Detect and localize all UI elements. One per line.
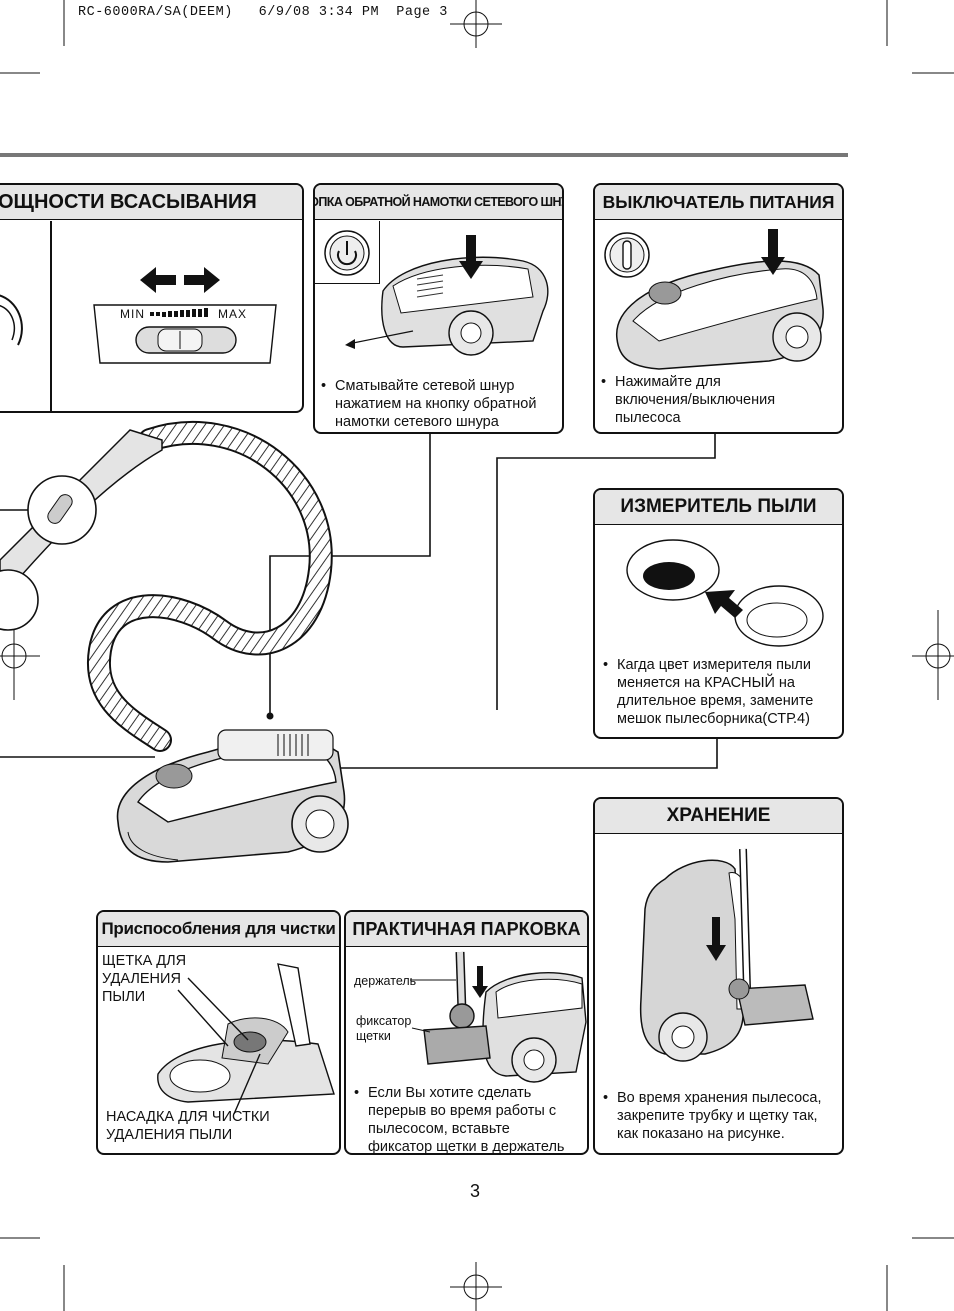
dust-indicator-note: • Кагда цвет измерителя пыли меняется на… (603, 656, 839, 728)
top-rule (0, 153, 848, 157)
panel-title: ХРАНЕНИЕ (595, 799, 842, 834)
note-line: включения/выключения (615, 392, 776, 408)
panel-title: ПРАКТИЧНАЯ ПАРКОВКА (346, 912, 587, 947)
suction-slider-control (93, 304, 277, 364)
note-line: как показано на рисунке. (617, 1126, 785, 1142)
storage-note: • Во время хранения пылесоса, закрепите … (603, 1089, 842, 1143)
note-line: пылесоса (615, 410, 681, 426)
vacuum-body-illustration (116, 729, 349, 863)
vacuum-power-illustration (616, 229, 824, 370)
panel-title: ВЫКЛЮЧАТЕЛЬ ПИТАНИЯ (595, 185, 842, 220)
bullet-dot: • (354, 1085, 360, 1101)
note-line: закрепите трубку и щетку так, (617, 1108, 818, 1124)
max-label: MAX (218, 307, 248, 321)
print-header: RC-6000RA/SA(DEEM) 6/9/08 3:34 PM Page 3 (78, 5, 448, 20)
label-line: УДАЛЕНИЯ ПЫЛИ (106, 1127, 233, 1143)
dust-indicator-illustration (626, 539, 824, 647)
note-line: Во время хранения пылесоса, (617, 1090, 822, 1106)
power-switch-panel: ВЫКЛЮЧАТЕЛЬ ПИТАНИЯ • Нажимайте для вклю… (593, 183, 844, 434)
nozzle-label: НАСАДКА ДЛЯ ЧИСТКИ УДАЛЕНИЯ ПЫЛИ (106, 1108, 270, 1144)
note-line: Сматывайте сетевой шнур (335, 378, 515, 394)
parking-illustration (410, 951, 587, 1083)
cleaning-tools-illustration (157, 963, 335, 1115)
note-line: меняется на КРАСНЫЙ на (617, 675, 795, 691)
panel-divider (50, 221, 52, 411)
suction-power-panel: ОЩНОСТИ ВСАСЫВАНИЯ MIN MAX (0, 183, 304, 413)
note-line: перерыв во время работы с (368, 1103, 557, 1119)
panel-title: ИЗМЕРИТЕЛЬ ПЫЛИ (595, 490, 842, 525)
dust-brush-label: ЩЕТКА ДЛЯ УДАЛЕНИЯ ПЫЛИ (102, 952, 186, 1006)
vacuum-cord-illustration (345, 235, 549, 356)
hose-illustration (0, 420, 333, 752)
hose-end-icon (0, 294, 23, 346)
label-line: ЩЕТКА ДЛЯ (102, 953, 187, 969)
cord-rewind-panel: КНОПКА ОБРАТНОЙ НАМОТКИ СЕТЕВОГО ШНУРА •… (313, 183, 564, 434)
label-line: УДАЛЕНИЯ (102, 971, 181, 987)
panel-title: ОЩНОСТИ ВСАСЫВАНИЯ (0, 185, 302, 220)
panel-title: КНОПКА ОБРАТНОЙ НАМОТКИ СЕТЕВОГО ШНУРА (315, 185, 562, 220)
note-line: намотки сетевого шнура (335, 414, 499, 430)
cord-rewind-note: • Сматывайте сетевой шнур нажатием на кн… (321, 377, 557, 431)
brush-lock-label: фиксатор щетки (356, 1014, 411, 1044)
power-switch-note: • Нажимайте для включения/выключения пыл… (601, 373, 837, 427)
cord-rewind-icon (324, 230, 370, 276)
parking-note: • Если Вы хотите сделать перерыв во врем… (354, 1084, 586, 1155)
panel-title: Приспособления для чистки (98, 912, 339, 947)
note-line: фиксатор щетки в держатель (368, 1139, 565, 1155)
label-line: ПЫЛИ (102, 989, 146, 1005)
note-line: пылесосом, вставьте (368, 1121, 510, 1137)
bullet-dot: • (603, 657, 609, 673)
note-line: длительное время, замените (617, 693, 814, 709)
note-line: мешок пылесборника(СТР.4) (617, 711, 810, 727)
note-line: Кагда цвет измерителя пыли (617, 657, 811, 673)
note-line: Нажимайте для (615, 374, 721, 390)
label-line: фиксатор (356, 1014, 412, 1028)
note-line: нажатием на кнопку обратной (335, 396, 537, 412)
label-line: щетки (356, 1029, 391, 1043)
storage-illustration (639, 848, 814, 1062)
power-icon (604, 232, 650, 278)
storage-panel: ХРАНЕНИЕ • Во время хранения пылесоса, з… (593, 797, 844, 1155)
parking-panel: ПРАКТИЧНАЯ ПАРКОВКА держатель фиксатор щ… (344, 910, 589, 1155)
dust-indicator-panel: ИЗМЕРИТЕЛЬ ПЫЛИ • Кагда цвет измерителя … (593, 488, 844, 739)
bullet-dot: • (601, 374, 607, 390)
cleaning-tools-panel: Приспособления для чистки ЩЕТКА ДЛЯ УДАЛ… (96, 910, 341, 1155)
label-line: НАСАДКА ДЛЯ ЧИСТКИ (106, 1109, 270, 1125)
min-label: MIN (120, 307, 145, 321)
left-right-arrow-icon (140, 267, 220, 293)
holder-label: держатель (354, 974, 417, 988)
page-number: 3 (470, 1181, 481, 1201)
note-line: Если Вы хотите сделать (368, 1085, 532, 1101)
bullet-dot: • (603, 1090, 609, 1106)
bullet-dot: • (321, 378, 327, 394)
